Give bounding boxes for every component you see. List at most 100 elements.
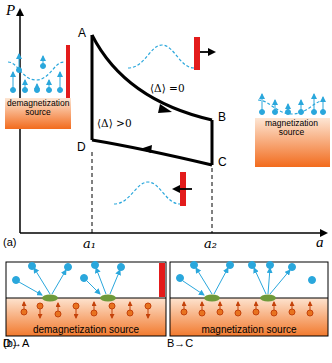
demagnetization-inset-part-part bbox=[58, 88, 63, 93]
surface-panel-part-part bbox=[29, 263, 36, 270]
surface-panel-part bbox=[181, 302, 313, 316]
magnetization-inset-part-part bbox=[260, 110, 265, 115]
piston-inset bbox=[128, 37, 214, 70]
source-label: demagnetization source bbox=[7, 99, 69, 117]
surface-panel-part-part bbox=[112, 309, 113, 318]
surface-panel-part bbox=[6, 297, 166, 298]
source-band: magnetization sourceB→C bbox=[170, 298, 328, 336]
magnetization-inset-part-part bbox=[299, 110, 304, 115]
surface-panel bbox=[6, 262, 166, 337]
surface-panel-part bbox=[204, 295, 220, 302]
surface-panel-part bbox=[260, 295, 276, 302]
magnetization-inset-part-part bbox=[323, 97, 324, 110]
surface-panel-part-part bbox=[24, 302, 25, 309]
surface-panel-part-part bbox=[220, 302, 221, 309]
surface-panel-part-part bbox=[292, 302, 293, 309]
surface-panel-part-part bbox=[127, 310, 133, 316]
magnetization-inset-part bbox=[260, 94, 326, 115]
surface-panel-part-part bbox=[270, 270, 290, 294]
source-band: magnetization source bbox=[255, 118, 328, 166]
state-label: B bbox=[218, 111, 226, 124]
demagnetization-inset-part-part bbox=[13, 72, 14, 88]
surface-panel-part-part bbox=[289, 309, 295, 315]
state-label: A bbox=[78, 27, 86, 40]
surface-panel-part-part bbox=[256, 302, 257, 309]
demagnetization-inset-part-part bbox=[60, 72, 61, 88]
piston-inset-part bbox=[194, 37, 200, 70]
cycle-path-part bbox=[211, 120, 214, 165]
surface-panel-part-part bbox=[19, 282, 42, 295]
surface-panel-part-part bbox=[34, 268, 50, 294]
surface-panel-part-part bbox=[13, 277, 20, 284]
cycle-arrowhead-part bbox=[158, 104, 172, 113]
source-band: demagnetization source bbox=[5, 98, 71, 129]
demagnetization-inset-part bbox=[66, 45, 70, 98]
surface-panel-part-part bbox=[110, 270, 120, 294]
cycle-path-part bbox=[92, 140, 212, 165]
piston-inset bbox=[114, 172, 192, 206]
surface-panel-part bbox=[42, 295, 58, 302]
magnetization-inset-part-part bbox=[262, 94, 263, 110]
state-label: D bbox=[77, 141, 86, 154]
demagnetization-inset-part-part bbox=[11, 88, 16, 93]
demagnetization-inset-part-part bbox=[37, 84, 38, 88]
demagnetization-inset-part bbox=[8, 62, 64, 80]
surface-panel-part-part bbox=[289, 264, 296, 271]
surface-panel-part-part bbox=[227, 262, 234, 269]
demagnetization-inset-part-part bbox=[47, 88, 52, 93]
surface-panel-part-part bbox=[94, 302, 95, 310]
surface-panel-part-part bbox=[58, 303, 59, 311]
piston-inset-part bbox=[114, 182, 180, 204]
magnetization-inset-part bbox=[258, 100, 326, 114]
surface-panel-part bbox=[177, 262, 316, 296]
surface-panel-part-part bbox=[40, 309, 41, 318]
axis-label: P bbox=[6, 2, 15, 19]
tick-label: a₂ bbox=[204, 237, 217, 251]
demagnetization-inset-part-part bbox=[41, 64, 46, 69]
surface-panel-part-part bbox=[238, 302, 239, 310]
surface-panel-part-part bbox=[267, 262, 274, 269]
surface-panel-part bbox=[6, 262, 166, 336]
demagnetization-inset-part-part bbox=[17, 68, 22, 73]
surface-panel-part-part bbox=[253, 309, 259, 315]
surface-panel-part bbox=[170, 262, 328, 336]
panel-label: (a) bbox=[3, 236, 16, 248]
process-label: ⟨Δ⟩ >0 bbox=[97, 118, 132, 130]
surface-panel-part bbox=[6, 298, 166, 336]
axis-label: a bbox=[316, 234, 324, 251]
piston-inset-part bbox=[174, 188, 192, 190]
magnetization-inset-part bbox=[255, 118, 330, 167]
process-heading: D→A bbox=[3, 337, 29, 349]
state-label: C bbox=[218, 156, 227, 169]
surface-panel-part-part bbox=[76, 309, 77, 318]
surface-panel-part-part bbox=[91, 310, 97, 316]
surface-panel-part-part bbox=[181, 309, 187, 315]
surface-panel-part bbox=[170, 298, 328, 336]
surface-panel-part-part bbox=[96, 268, 106, 294]
surface-panel-part-part bbox=[199, 310, 205, 316]
cycle-path-part bbox=[92, 35, 212, 120]
source-label: demagnetization source bbox=[8, 325, 164, 336]
surface-panel-part-part bbox=[109, 303, 115, 309]
surface-panel-part-part bbox=[52, 270, 66, 294]
surface-panel-part bbox=[21, 302, 151, 318]
surface-panel-part-part bbox=[21, 309, 27, 315]
magnetization-inset-part-part bbox=[286, 110, 291, 115]
surface-panel-part-part bbox=[268, 268, 270, 294]
surface-panel-part-part bbox=[214, 268, 228, 294]
surface-panel-part-part bbox=[249, 262, 256, 269]
surface-panel-part-part bbox=[65, 264, 72, 271]
magnetization-inset-part-part bbox=[321, 110, 326, 115]
source-label: magnetization source bbox=[172, 325, 326, 336]
surface-panel-part-part bbox=[191, 262, 198, 269]
magnetization-inset-part-part bbox=[312, 110, 317, 115]
surface-panel-part bbox=[13, 262, 125, 296]
magnetization-inset-part-part bbox=[314, 94, 315, 110]
piston-inset-part bbox=[200, 51, 214, 53]
surface-panel-part bbox=[159, 263, 165, 297]
demagnetization-inset-part-part bbox=[43, 56, 44, 64]
surface-panel-part-part bbox=[274, 302, 275, 310]
surface-panel-part-part bbox=[37, 303, 43, 309]
demagnetization-inset-part-part bbox=[35, 88, 40, 93]
